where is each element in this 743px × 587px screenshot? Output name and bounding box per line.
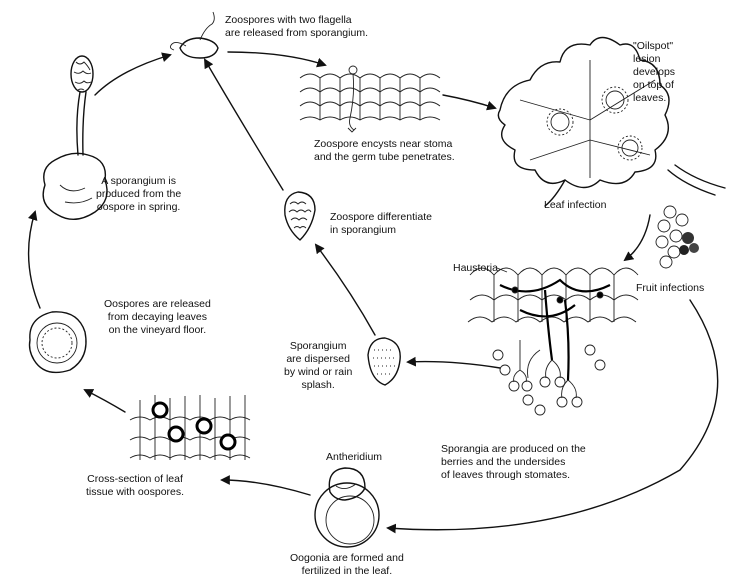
arrow-zoospores-to-encyst bbox=[227, 51, 327, 68]
dispersed-sporangium-illustration bbox=[367, 337, 401, 386]
label-sporangium-produced: A sporangium is produced from the oospor… bbox=[96, 175, 182, 213]
arrow-sporangium-to-zoospores bbox=[94, 52, 172, 96]
leaf-cross-section-illustration bbox=[129, 395, 251, 460]
arrow-differentiate-to-zoospores bbox=[204, 58, 284, 191]
label-leaf-infection: Leaf infection bbox=[544, 199, 607, 211]
label-zoospore-encysts: Zoospore encysts near stoma and the germ… bbox=[314, 138, 455, 163]
arrow-encyst-to-leaf bbox=[442, 94, 497, 111]
label-sporangium-dispersed: Sporangium are dispersed by wind or rain… bbox=[284, 340, 353, 391]
label-zoospores-released: Zoospores with two flagella are released… bbox=[225, 14, 368, 39]
arrow-cross-section-to-oospore bbox=[83, 389, 126, 413]
zoospore-differentiating-sporangium-illustration bbox=[284, 191, 316, 241]
grape-cluster-illustration bbox=[655, 164, 726, 269]
label-antheridium: Antheridium bbox=[326, 451, 383, 463]
germinating-oospore-illustration bbox=[42, 55, 108, 220]
label-fruit-infections: Fruit infections bbox=[636, 282, 705, 294]
oospore-illustration bbox=[28, 311, 87, 374]
label-sporangia-produced: Sporangia are produced on the berries an… bbox=[441, 443, 586, 481]
arrow-dispersed-to-differentiate bbox=[314, 243, 376, 336]
arrow-leaf-to-sporangia bbox=[623, 214, 651, 262]
label-haustoria: Haustoria bbox=[453, 262, 498, 274]
arrow-sporangia-to-oogonia bbox=[386, 299, 719, 534]
arrow-oospore-to-sporangium bbox=[27, 210, 41, 309]
arrow-sporangia-to-dispersed bbox=[406, 356, 501, 369]
label-oogonia-formed: Oogonia are formed and fertilized in the… bbox=[290, 552, 404, 577]
label-oilspot-lesion: "Oilspot" lesion develops on top of leav… bbox=[633, 40, 676, 104]
leaf-cell-layer-encyst-illustration bbox=[299, 65, 441, 133]
oogonium-antheridium-illustration bbox=[314, 467, 380, 548]
haustoria-tissue-illustration bbox=[467, 267, 639, 416]
label-zoospore-differentiate: Zoospore differentiate in sporangium bbox=[330, 211, 432, 236]
label-cross-section: Cross-section of leaf tissue with oospor… bbox=[86, 473, 185, 498]
label-oospores-released: Oospores are released from decaying leav… bbox=[104, 298, 211, 336]
grape-leaf-illustration bbox=[497, 36, 670, 207]
arrow-oogonia-to-cross-section bbox=[220, 475, 311, 496]
zoospore-illustration bbox=[169, 11, 219, 59]
